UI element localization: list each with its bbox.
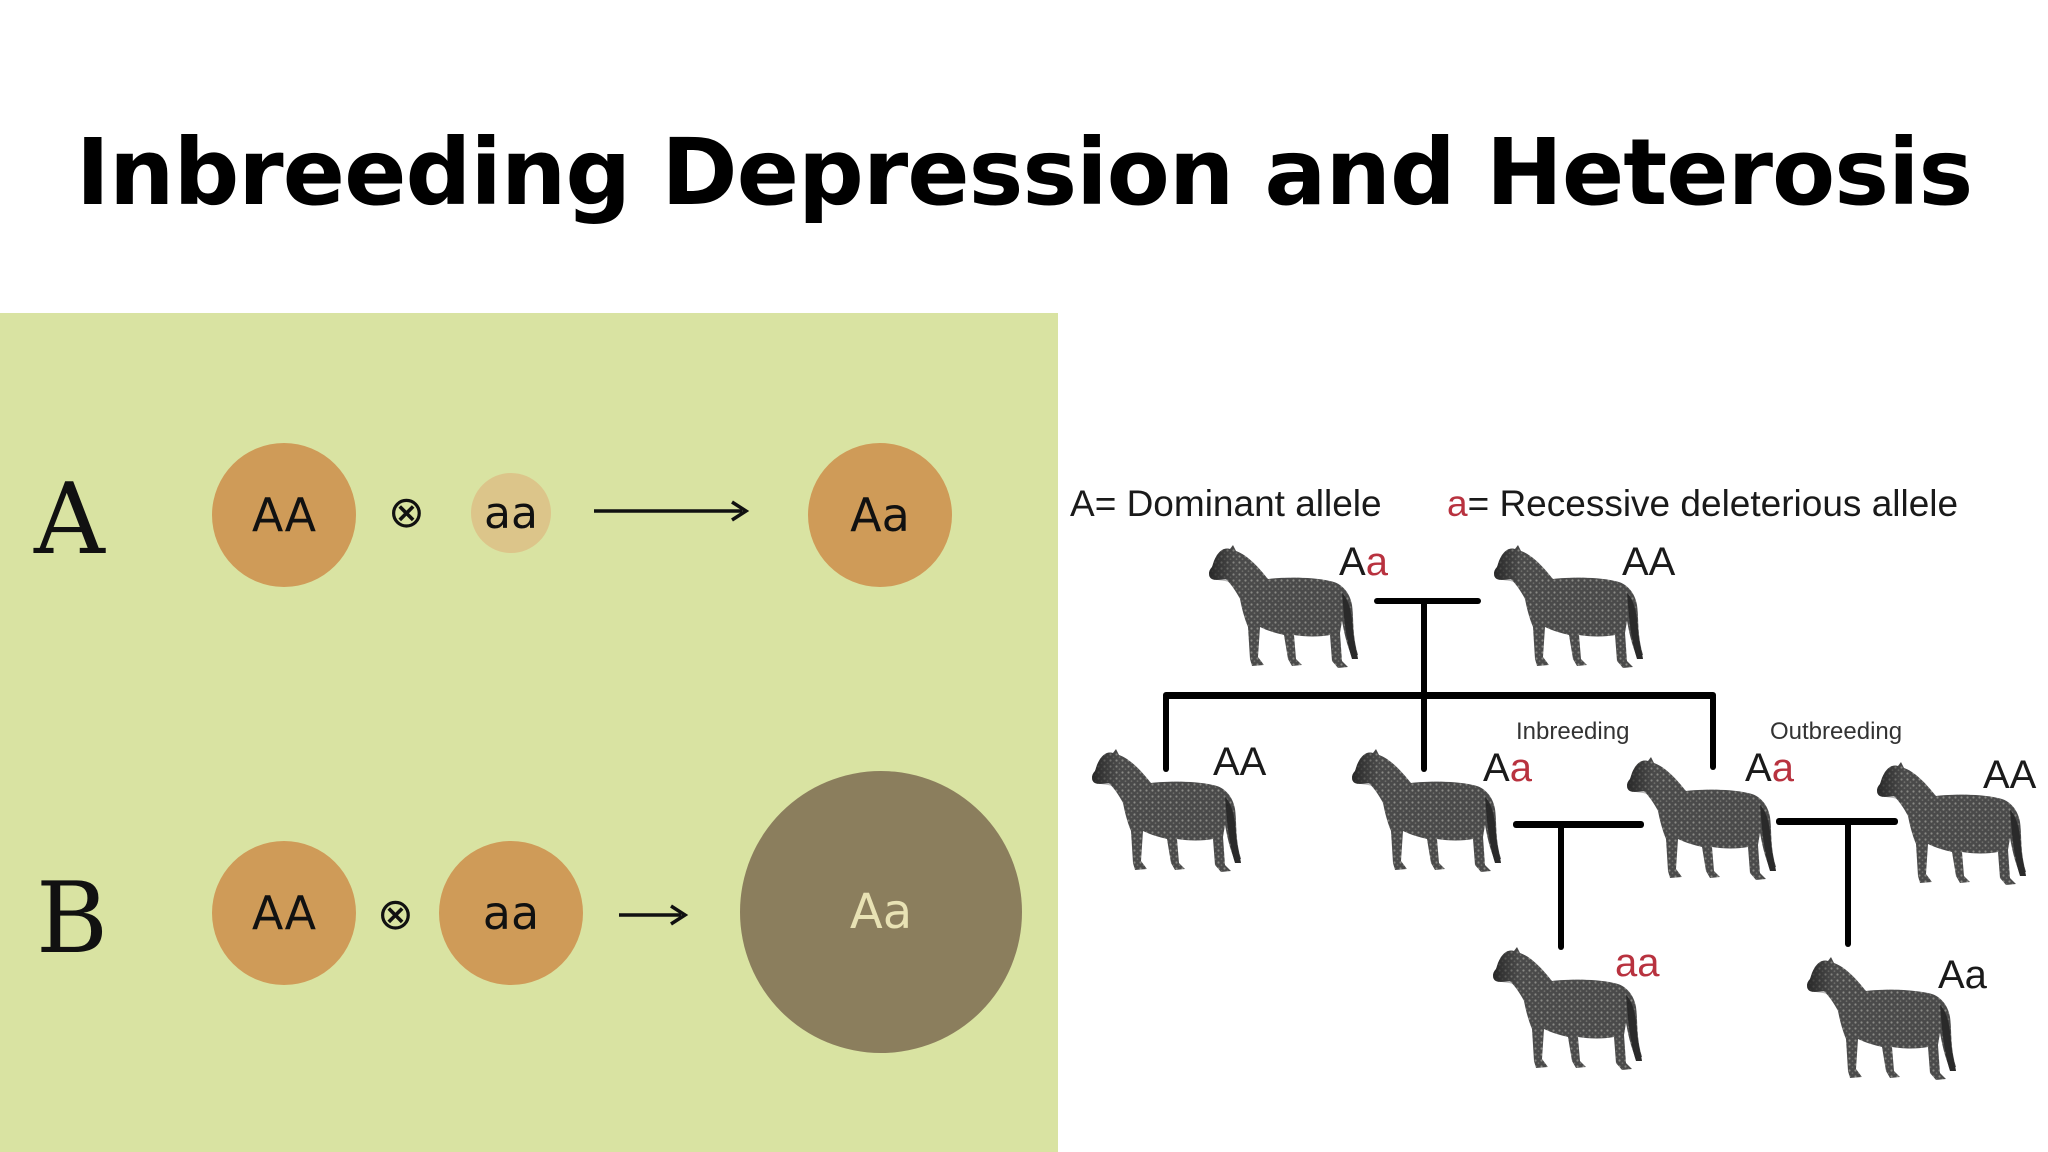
cross-symbol-icon: ⊗	[377, 889, 414, 940]
sibship-line	[1163, 692, 1716, 699]
genotype-label: Aa	[1745, 746, 1794, 790]
descent-line	[1845, 821, 1851, 947]
genotype-label: AA	[1622, 540, 1676, 584]
genotype-label: AA	[251, 488, 317, 542]
legend-dominant: A= Dominant allele	[1070, 483, 1382, 525]
genotype-label: AA	[1213, 740, 1267, 784]
genotype-label: aa	[482, 886, 540, 940]
cross-symbol-icon: ⊗	[388, 487, 425, 538]
descent-line	[1421, 600, 1427, 772]
offspring-circle-a: Aa	[808, 443, 952, 587]
row-label-b: B	[36, 862, 109, 976]
allele-symbol-recessive: a	[1447, 483, 1468, 524]
descent-line	[1558, 824, 1564, 950]
genotype-label: Aa	[850, 488, 910, 542]
parent-aa-recessive-circle-a: aa	[471, 473, 551, 553]
legend-text: = Recessive deleterious allele	[1467, 483, 1959, 524]
inbreeding-mating-line	[1513, 821, 1644, 828]
legend-recessive: a= Recessive deleterious allele	[1447, 483, 1958, 525]
mating-line	[1374, 598, 1481, 604]
horse-icon	[1800, 955, 1960, 1085]
genotype-label: AA	[1983, 753, 2037, 797]
horse-icon	[1202, 543, 1362, 673]
genotype-label: aa	[484, 487, 538, 539]
heterosis-panel: A AA ⊗ aa Aa B AA ⊗ aa Aa	[0, 313, 1058, 1152]
row-label-a: A	[34, 463, 105, 577]
legend-text: = Dominant allele	[1094, 483, 1382, 524]
outbreeding-label: Outbreeding	[1770, 718, 1903, 745]
outbreeding-mating-line	[1776, 818, 1898, 825]
genotype-label: Aa	[1483, 746, 1532, 790]
parent-aa-dominant-circle-a: AA	[212, 443, 356, 587]
offspring-vigor-circle-b: Aa	[740, 771, 1022, 1053]
parent-aa-recessive-circle-b: aa	[439, 841, 583, 985]
parent-aa-dominant-circle-b: AA	[212, 841, 356, 985]
page-title: Inbreeding Depression and Heterosis	[75, 119, 1974, 226]
descent-line	[1163, 694, 1169, 772]
arrow-right-icon	[594, 500, 750, 522]
genotype-label: Aa	[1938, 953, 1987, 997]
genotype-label: Aa	[1339, 540, 1388, 584]
horse-icon	[1345, 747, 1505, 877]
descent-line	[1710, 694, 1716, 770]
inbreeding-label: Inbreeding	[1516, 718, 1630, 745]
genotype-label: aa	[1615, 941, 1660, 985]
genotype-label: Aa	[849, 884, 913, 940]
arrow-right-icon	[619, 904, 689, 926]
allele-symbol-dominant: A	[1070, 483, 1095, 524]
genotype-label: AA	[251, 886, 317, 940]
